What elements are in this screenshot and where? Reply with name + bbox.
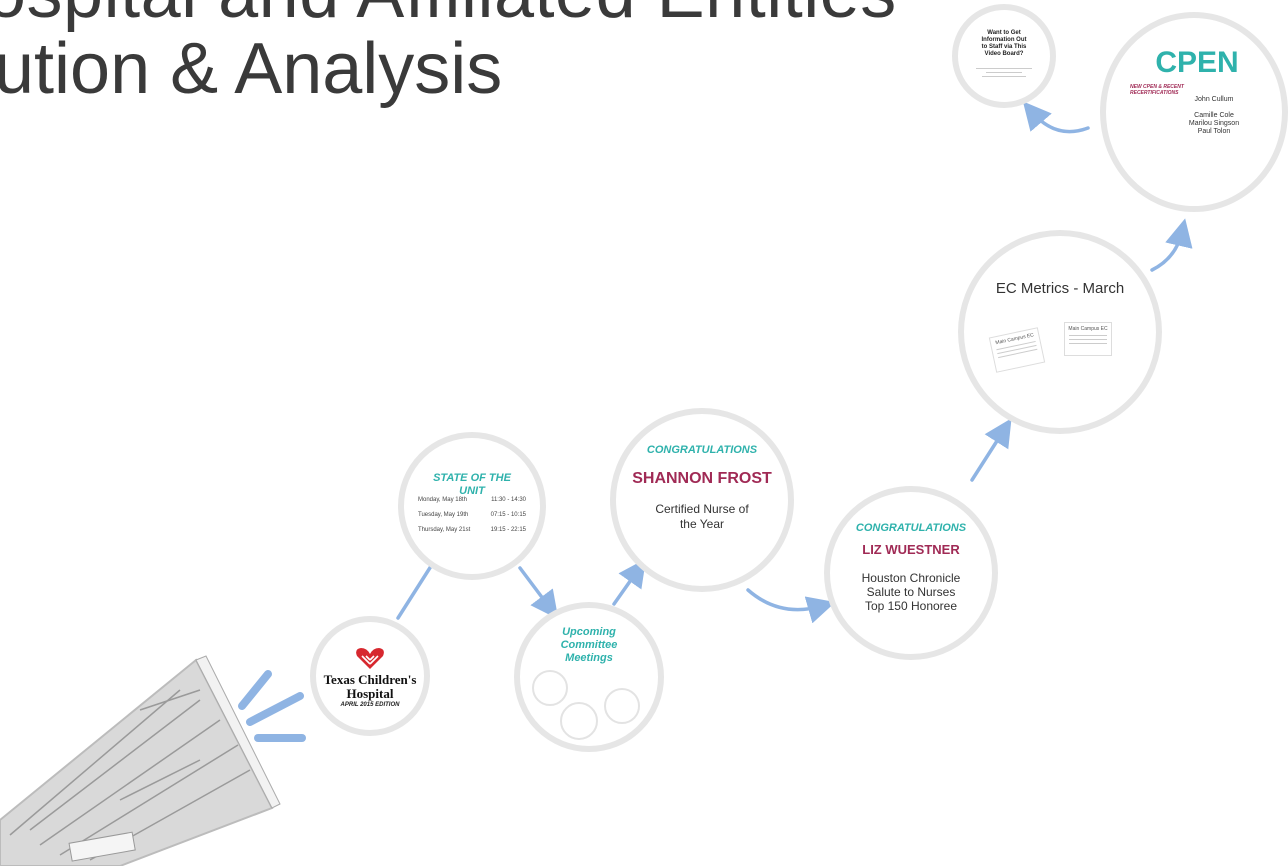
sound-lines — [238, 670, 306, 742]
presentation-title-line1: ospital and Affiliated Entities — [0, 0, 897, 34]
metrics-card-2[interactable]: Main Campus EC — [1064, 322, 1112, 356]
mini-frame-2[interactable] — [560, 702, 598, 740]
cpen-name-1: John Cullum — [1194, 96, 1234, 103]
liz-congrats-heading: CONGRATULATIONS — [855, 522, 967, 534]
committee-heading: Upcoming Committee Meetings — [560, 626, 618, 664]
liz-wuestner-frame[interactable]: CONGRATULATIONS LIZ WUESTNER Houston Chr… — [824, 486, 998, 660]
shannon-congrats-heading: CONGRATULATIONS — [646, 444, 758, 456]
metrics-heading: EC Metrics - March — [995, 280, 1125, 297]
cpen-frame[interactable]: CPEN NEW CPEN & RECENT RECERTIFICATIONS … — [1100, 12, 1288, 212]
mini-frame-1[interactable] — [532, 670, 568, 706]
presentation-title-line2: ution & Analysis — [0, 29, 503, 109]
brand-name: Texas Children's — [323, 672, 417, 687]
cpen-subheading: NEW CPEN & RECENT RECERTIFICATIONS — [1130, 84, 1184, 96]
logo-frame[interactable]: Texas Children's Hospital APRIL 2015 EDI… — [310, 616, 430, 736]
arrow-metrics-to-cpen — [1150, 218, 1193, 272]
schedule-day: Thursday, May 21st — [418, 527, 471, 533]
schedule-day: Monday, May 18th — [418, 497, 467, 503]
schedule-row: Monday, May 18th 11:30 - 14:30 — [418, 497, 526, 503]
committee-meetings-frame[interactable]: Upcoming Committee Meetings — [514, 602, 664, 752]
video-board-frame[interactable]: Want to Get Information Out to Staff via… — [952, 4, 1056, 108]
edition-label: APRIL 2015 EDITION — [340, 702, 400, 708]
arrow-state-to-committee — [518, 566, 559, 620]
schedule-list: Monday, May 18th 11:30 - 14:30 Tuesday, M… — [418, 497, 526, 533]
megaphone-newspaper-icon — [0, 655, 281, 866]
schedule-row: Thursday, May 21st 19:15 - 22:15 — [418, 527, 526, 533]
liz-award-line2: Salute to Nurses — [866, 585, 956, 599]
cpen-heading: CPEN — [1155, 46, 1239, 79]
metrics-card-1[interactable]: Main Campus EC — [988, 327, 1046, 373]
metrics-card-2-title: Main Campus EC — [1068, 326, 1108, 332]
brand-name-2: Hospital — [346, 686, 394, 701]
cpen-name-3: Marilou Singson — [1188, 120, 1240, 127]
liz-name: LIZ WUESTNER — [862, 542, 960, 557]
cpen-name-4: Paul Tolon — [1197, 128, 1231, 135]
liz-award-line1: Houston Chronicle — [861, 571, 961, 585]
liz-award-line3: Top 150 Honoree — [864, 599, 958, 613]
schedule-row: Tuesday, May 19th 07:15 - 10:15 — [418, 512, 526, 518]
cpen-name-2: Camille Cole — [1194, 112, 1234, 119]
arrow-cpen-to-video — [1022, 101, 1090, 134]
arrow-liz-to-metrics — [970, 418, 1012, 482]
state-of-unit-heading: STATE OF THE UNIT — [433, 472, 511, 497]
shannon-award: Certified Nurse of the Year — [655, 502, 749, 531]
arrow-committee-to-shannon — [612, 558, 647, 606]
texas-childrens-heart-logo — [355, 646, 385, 670]
shannon-frost-frame[interactable]: CONGRATULATIONS SHANNON FROST Certified … — [610, 408, 794, 592]
video-board-heading: Want to Get Information Out to Staff via… — [981, 30, 1027, 57]
schedule-time: 07:15 - 10:15 — [490, 512, 526, 518]
schedule-day: Tuesday, May 19th — [418, 512, 469, 518]
state-of-unit-frame[interactable]: STATE OF THE UNIT Monday, May 18th 11:30 … — [398, 432, 546, 580]
schedule-time: 19:15 - 22:15 — [490, 527, 526, 533]
shannon-name: SHANNON FROST — [632, 470, 772, 487]
arrow-shannon-to-liz — [746, 588, 836, 624]
schedule-time: 11:30 - 14:30 — [491, 497, 526, 503]
ec-metrics-frame[interactable]: EC Metrics - March Main Campus EC Main C… — [958, 230, 1162, 434]
mini-frame-3[interactable] — [604, 688, 640, 724]
video-board-lines — [976, 68, 1032, 77]
